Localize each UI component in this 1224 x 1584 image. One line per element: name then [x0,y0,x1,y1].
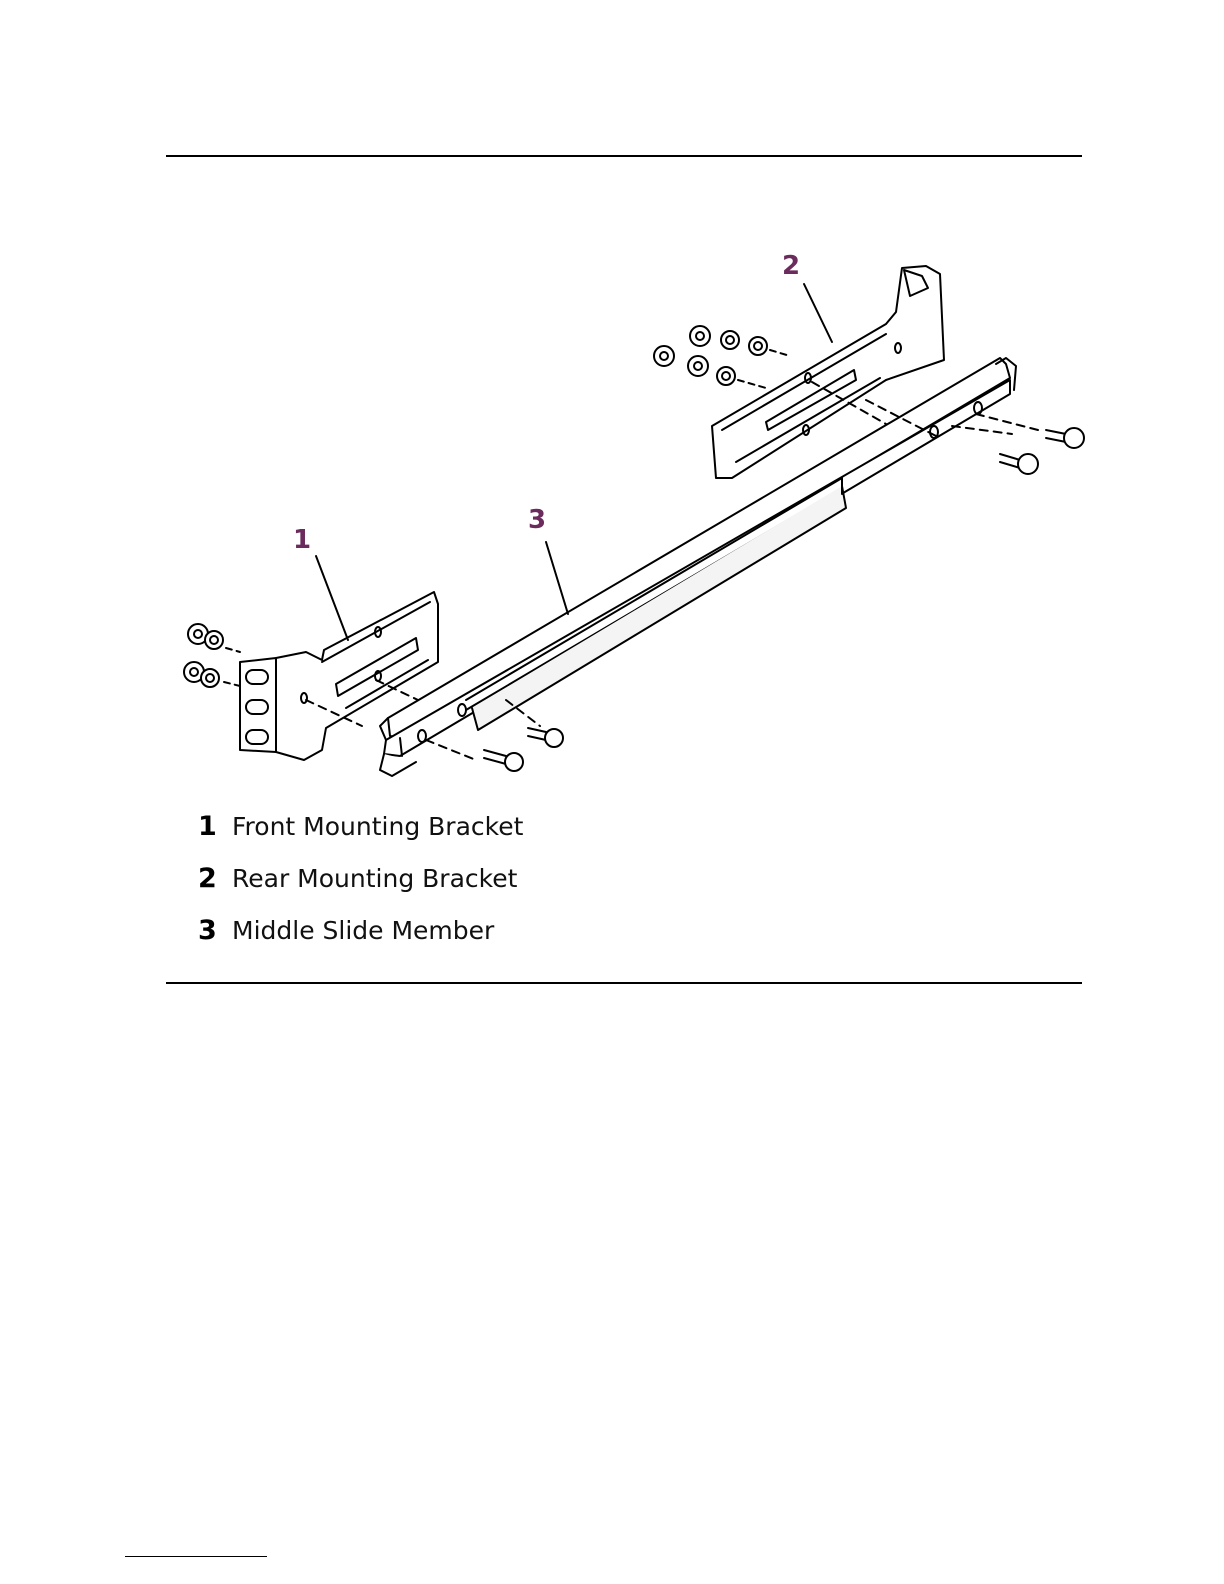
legend-label: Front Mounting Bracket [232,812,523,841]
legend-label: Rear Mounting Bracket [232,864,517,893]
legend: 1 Front Mounting Bracket 2 Rear Mounting… [198,800,523,956]
callout-1: 1 [293,525,311,555]
top-divider [166,155,1082,157]
legend-item: 3 Middle Slide Member [198,904,523,956]
callout-3: 3 [528,505,546,535]
footnote-divider [125,1556,267,1557]
legend-item: 2 Rear Mounting Bracket [198,852,523,904]
legend-item: 1 Front Mounting Bracket [198,800,523,852]
legend-number: 3 [198,915,232,946]
middle-slide-member [380,358,1016,776]
legend-number: 1 [198,811,232,842]
bottom-divider [166,982,1082,984]
leader-line-1 [316,556,348,640]
screws [426,414,1084,771]
rail-kit-exploded-diagram: 1 3 2 [166,230,1096,800]
leader-line-2 [804,284,832,342]
callout-2: 2 [782,251,800,281]
legend-number: 2 [198,863,232,894]
legend-label: Middle Slide Member [232,916,494,945]
leader-line-3 [546,542,568,614]
